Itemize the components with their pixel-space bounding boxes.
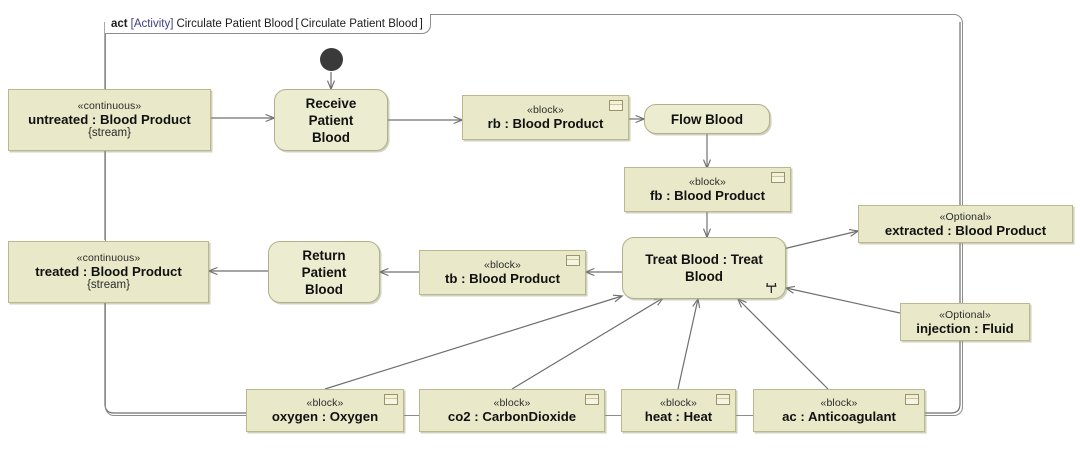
stream-adornment: {stream} bbox=[88, 127, 131, 139]
object-node-name: ac : Anticoagulant bbox=[782, 409, 896, 424]
object-node-name: extracted : Blood Product bbox=[884, 222, 1047, 238]
object-node-name: oxygen : Oxygen bbox=[271, 409, 379, 424]
block-icon bbox=[771, 172, 785, 183]
edge-injection-treat bbox=[786, 288, 901, 314]
stream-adornment: {stream} bbox=[87, 279, 130, 291]
block-icon bbox=[566, 255, 580, 266]
object-node-treated[interactable]: «continuous» treated : Blood Product {st… bbox=[8, 241, 209, 303]
action-label: Receive Patient Blood bbox=[305, 95, 357, 145]
edge-co2-treat bbox=[511, 298, 663, 390]
object-node-name: rb : Blood Product bbox=[487, 116, 604, 131]
block-icon bbox=[609, 100, 623, 111]
edge-oxygen-treat bbox=[324, 296, 622, 390]
edge-treat-extracted bbox=[778, 231, 858, 251]
object-node-heat[interactable]: «block» heat : Heat bbox=[621, 389, 736, 432]
frame-header-tab: act [Activity] Circulate Patient Blood [… bbox=[105, 14, 431, 34]
object-node-name: treated : Blood Product bbox=[35, 264, 182, 279]
object-node-ac[interactable]: «block» ac : Anticoagulant bbox=[753, 389, 925, 432]
stereotype-label: «block» bbox=[306, 397, 344, 409]
edge-heat-treat bbox=[677, 299, 698, 390]
block-icon bbox=[716, 394, 730, 405]
object-node-name: tb : Blood Product bbox=[444, 271, 560, 286]
action-label: Return Patient Blood bbox=[301, 247, 347, 297]
object-node-name: fb : Blood Product bbox=[649, 188, 765, 203]
frame-diagram-name: Circulate Patient Blood bbox=[300, 17, 418, 30]
block-icon bbox=[905, 394, 919, 405]
action-node-flow-blood[interactable]: Flow Blood bbox=[644, 104, 770, 134]
activity-frame bbox=[105, 14, 963, 416]
object-node-co2[interactable]: «block» co2 : CarbonDioxide bbox=[419, 389, 605, 432]
stereotype-label: «continuous» bbox=[77, 100, 142, 112]
object-node-fb[interactable]: «block» fb : Blood Product bbox=[624, 167, 791, 212]
frame-keyword: act bbox=[111, 17, 128, 30]
object-node-oxygen[interactable]: «block» oxygen : Oxygen bbox=[246, 389, 404, 432]
edge-ac-treat bbox=[738, 299, 829, 390]
action-node-treat-blood[interactable]: Treat Blood : Treat Blood bbox=[622, 237, 786, 299]
object-node-untreated[interactable]: «continuous» untreated : Blood Product {… bbox=[8, 89, 211, 151]
object-node-extracted[interactable]: «Optional» extracted : Blood Product bbox=[858, 205, 1073, 243]
object-node-name: co2 : CarbonDioxide bbox=[447, 409, 577, 424]
stereotype-label: «Optional» bbox=[939, 308, 991, 321]
frame-title: Circulate Patient Blood bbox=[176, 17, 294, 30]
block-icon bbox=[585, 394, 599, 405]
stereotype-label: «block» bbox=[660, 397, 697, 409]
frame-bracket-open: [ bbox=[295, 17, 299, 30]
rake-icon bbox=[766, 283, 777, 293]
action-label: Treat Blood : Treat Blood bbox=[645, 252, 763, 284]
stereotype-label: «block» bbox=[820, 397, 858, 409]
frame-bracket-close: ] bbox=[419, 17, 423, 30]
stereotype-label: «block» bbox=[527, 104, 564, 116]
object-node-rb[interactable]: «block» rb : Blood Product bbox=[462, 95, 629, 140]
frame-meta-label: [Activity] bbox=[130, 17, 174, 30]
object-node-name: untreated : Blood Product bbox=[28, 112, 191, 127]
block-icon bbox=[384, 394, 398, 405]
initial-node[interactable] bbox=[320, 48, 343, 71]
object-node-name: injection : Fluid bbox=[916, 320, 1014, 336]
stereotype-label: «Optional» bbox=[939, 210, 992, 223]
stereotype-label: «continuous» bbox=[76, 252, 141, 264]
object-node-name: heat : Heat bbox=[644, 409, 713, 424]
object-node-tb[interactable]: «block» tb : Blood Product bbox=[419, 250, 586, 295]
stereotype-label: «block» bbox=[689, 176, 726, 188]
object-node-injection[interactable]: «Optional» injection : Fluid bbox=[900, 303, 1030, 341]
action-node-receive-patient-blood[interactable]: Receive Patient Blood bbox=[274, 89, 388, 151]
stereotype-label: «block» bbox=[493, 397, 531, 409]
stereotype-label: «block» bbox=[484, 259, 521, 271]
action-label: Flow Blood bbox=[670, 111, 744, 127]
action-node-return-patient-blood[interactable]: Return Patient Blood bbox=[268, 241, 380, 303]
